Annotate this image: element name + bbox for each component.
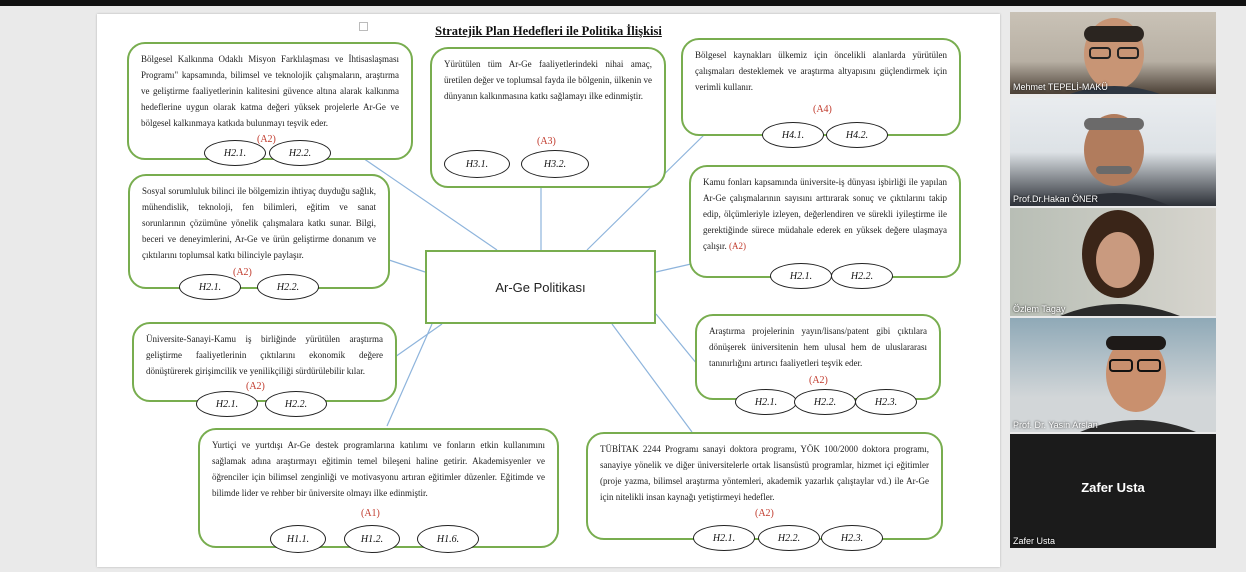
annotation-label: (A2)	[809, 375, 828, 386]
target-oval: H1.2.	[344, 525, 400, 553]
box-text: Yurtiçi ve yurtdışı Ar-Ge destek program…	[212, 440, 545, 498]
participant-avatar	[1060, 210, 1180, 316]
target-oval: H2.1.	[770, 263, 832, 289]
participant-name: Mehmet TEPELİ-MAKÜ	[1013, 82, 1108, 92]
target-oval: H1.1.	[270, 525, 326, 553]
participant-display-name: Zafer Usta	[1081, 480, 1145, 495]
video-tile[interactable]: Özlem Tagay	[1010, 208, 1216, 316]
connector	[611, 323, 693, 433]
connector	[388, 259, 426, 273]
annotation-label: (A3)	[537, 136, 556, 147]
policy-box: Araştırma projelerinin yayın/lisans/pate…	[695, 314, 941, 400]
annotation-label: (A2)	[729, 241, 746, 251]
box-text: Sosyal sorumluluk bilinci ile bölgemizin…	[142, 186, 376, 260]
box-text: Bölgesel Kalkınma Odaklı Misyon Farklıla…	[141, 54, 399, 128]
box-text: Bölgesel kaynakları ülkemiz için öncelik…	[695, 50, 947, 92]
target-oval: H2.2.	[269, 140, 331, 166]
box-text: Yürütülen tüm Ar-Ge faaliyetlerindeki ni…	[444, 59, 652, 101]
policy-box: Bölgesel kaynakları ülkemiz için öncelik…	[681, 38, 961, 136]
center-node: Ar-Ge Politikası	[425, 250, 656, 324]
connector	[655, 263, 692, 273]
target-oval: H2.2.	[831, 263, 893, 289]
resize-handle[interactable]	[359, 22, 368, 31]
participant-name: Prof.Dr.Hakan ÖNER	[1013, 194, 1099, 204]
connector	[356, 153, 498, 251]
box-text: Üniversite-Sanayi-Kamu iş birliğinde yür…	[146, 334, 383, 376]
connector	[586, 131, 708, 251]
box-text: Kamu fonları kapsamında üniversite-iş dü…	[703, 177, 947, 251]
target-oval: H2.1.	[735, 389, 797, 415]
target-oval: H2.2.	[257, 274, 319, 300]
annotation-label: (A4)	[813, 104, 832, 115]
box-text: TÜBİTAK 2244 Programı sanayi doktora pro…	[600, 444, 929, 502]
video-tile[interactable]: Zafer Usta Zafer Usta	[1010, 434, 1216, 548]
target-oval: H4.1.	[762, 122, 824, 148]
annotation-label: (A2)	[755, 508, 774, 519]
policy-box: Bölgesel Kalkınma Odaklı Misyon Farklıla…	[127, 42, 413, 160]
page-title: Stratejik Plan Hedefleri ile Politika İl…	[435, 24, 662, 38]
target-oval: H2.2.	[758, 525, 820, 551]
target-oval: H2.3.	[821, 525, 883, 551]
participant-name: Prof. Dr. Yasin Arslan	[1013, 420, 1098, 430]
connector	[655, 313, 698, 365]
connector	[386, 323, 433, 427]
shared-document: Stratejik Plan Hedefleri ile Politika İl…	[97, 14, 1000, 567]
policy-box: TÜBİTAK 2244 Programı sanayi doktora pro…	[586, 432, 943, 540]
box-text: Araştırma projelerinin yayın/lisans/pate…	[709, 326, 927, 368]
top-bar	[0, 0, 1246, 6]
video-tile[interactable]: Mehmet TEPELİ-MAKÜ	[1010, 12, 1216, 94]
annotation-label: (A2)	[246, 381, 265, 392]
target-oval: H2.1.	[196, 391, 258, 417]
participant-avatar	[1080, 336, 1196, 432]
connector-lines	[356, 131, 708, 433]
video-tile[interactable]: Prof. Dr. Yasin Arslan	[1010, 318, 1216, 432]
target-oval: H2.3.	[855, 389, 917, 415]
target-oval: H2.1.	[693, 525, 755, 551]
target-oval: H2.1.	[179, 274, 241, 300]
target-oval: H3.2.	[521, 150, 589, 178]
target-oval: H4.2.	[826, 122, 888, 148]
policy-box: Kamu fonları kapsamında üniversite-iş dü…	[689, 165, 961, 278]
target-oval: H2.2.	[265, 391, 327, 417]
target-oval: H2.1.	[204, 140, 266, 166]
policy-box: Sosyal sorumluluk bilinci ile bölgemizin…	[128, 174, 390, 289]
video-tile[interactable]: Prof.Dr.Hakan ÖNER	[1010, 98, 1216, 206]
target-oval: H1.6.	[417, 525, 479, 553]
participant-name: Özlem Tagay	[1013, 304, 1066, 314]
participant-avatar	[1070, 18, 1160, 94]
annotation-label: (A1)	[361, 508, 380, 519]
annotation-label: (A2)	[257, 134, 276, 145]
target-oval: H2.2.	[794, 389, 856, 415]
policy-box: Üniversite-Sanayi-Kamu iş birliğinde yür…	[132, 322, 397, 402]
target-oval: H3.1.	[444, 150, 510, 178]
annotation-label: (A2)	[233, 267, 252, 278]
participant-avatar	[1060, 114, 1170, 206]
participant-name: Zafer Usta	[1013, 536, 1056, 546]
